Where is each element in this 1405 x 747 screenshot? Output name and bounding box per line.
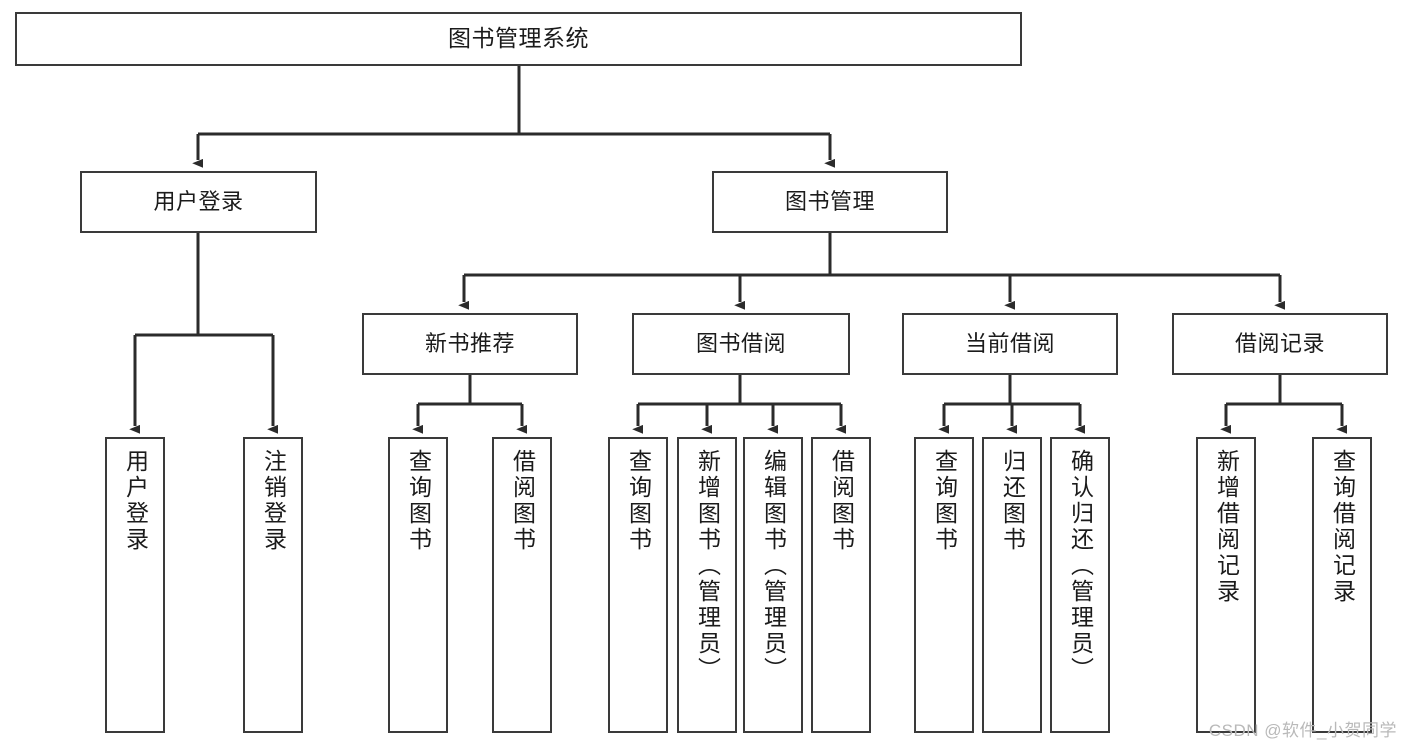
node-label: 编辑图书（管理员） [760, 449, 787, 683]
node-current-borrow[interactable]: 当前借阅 [902, 313, 1118, 375]
node-label: 新增图书（管理员） [694, 449, 721, 683]
node-leaf-query-book-current[interactable]: 查询图书 [914, 437, 974, 733]
node-book-borrow[interactable]: 图书借阅 [632, 313, 850, 375]
node-label: 当前借阅 [964, 331, 1055, 357]
node-book-manage[interactable]: 图书管理 [712, 171, 948, 233]
node-user-login[interactable]: 用户登录 [80, 171, 317, 233]
watermark: CSDN @软件_小贺同学 [1208, 721, 1397, 740]
node-borrow-record[interactable]: 借阅记录 [1172, 313, 1388, 375]
node-label: 用户登录 [153, 189, 244, 215]
node-leaf-add-borrow-record[interactable]: 新增借阅记录 [1196, 437, 1256, 733]
node-leaf-edit-book-admin[interactable]: 编辑图书（管理员） [743, 437, 803, 733]
node-leaf-confirm-return-admin[interactable]: 确认归还（管理员） [1050, 437, 1110, 733]
node-label: 查询图书 [625, 449, 652, 553]
node-label: 确认归还（管理员） [1067, 449, 1094, 683]
node-leaf-borrow-book[interactable]: 借阅图书 [811, 437, 871, 733]
node-label: 图书管理 [784, 189, 875, 215]
node-leaf-user-logout[interactable]: 注销登录 [243, 437, 303, 733]
node-label: 查询图书 [405, 449, 432, 553]
node-label: 借阅图书 [509, 449, 536, 553]
node-label: 查询借阅记录 [1329, 449, 1356, 605]
node-leaf-query-book-borrow[interactable]: 查询图书 [608, 437, 668, 733]
node-label: 新增借阅记录 [1213, 449, 1240, 605]
node-new-book-recommend[interactable]: 新书推荐 [362, 313, 578, 375]
node-label: 查询图书 [931, 449, 958, 553]
node-root-book-management-system[interactable]: 图书管理系统 [15, 12, 1022, 66]
node-label: 用户登录 [122, 449, 149, 553]
node-leaf-query-borrow-record[interactable]: 查询借阅记录 [1312, 437, 1372, 733]
node-label: 图书管理系统 [448, 25, 589, 52]
node-label: 借阅图书 [828, 449, 855, 553]
node-leaf-return-book[interactable]: 归还图书 [982, 437, 1042, 733]
node-leaf-borrow-book-recommend[interactable]: 借阅图书 [492, 437, 552, 733]
node-label: 注销登录 [260, 449, 287, 553]
node-label: 图书借阅 [695, 331, 786, 357]
node-leaf-user-login[interactable]: 用户登录 [105, 437, 165, 733]
node-leaf-add-book-admin[interactable]: 新增图书（管理员） [677, 437, 737, 733]
node-label: 新书推荐 [424, 331, 515, 357]
node-leaf-query-book-recommend[interactable]: 查询图书 [388, 437, 448, 733]
node-label: 借阅记录 [1234, 331, 1325, 357]
node-label: 归还图书 [999, 449, 1026, 553]
